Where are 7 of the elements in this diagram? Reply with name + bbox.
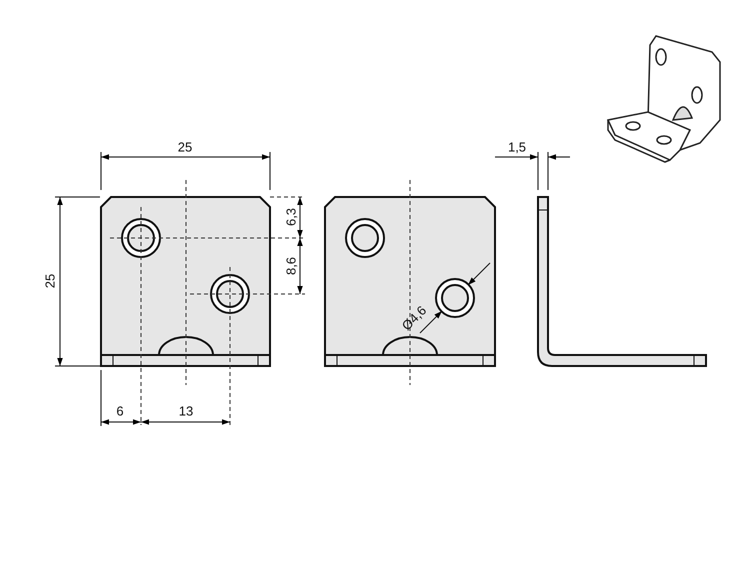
dimension-label: 25 (178, 140, 192, 154)
dimension-label: 6 (116, 404, 124, 418)
dimension-label: 25 (44, 274, 56, 288)
dimension-label: 1,5 (508, 140, 526, 154)
dimension-label: 13 (178, 404, 194, 418)
dimension-label: 8,6 (284, 256, 298, 276)
dimension-label: 6,3 (284, 208, 298, 226)
